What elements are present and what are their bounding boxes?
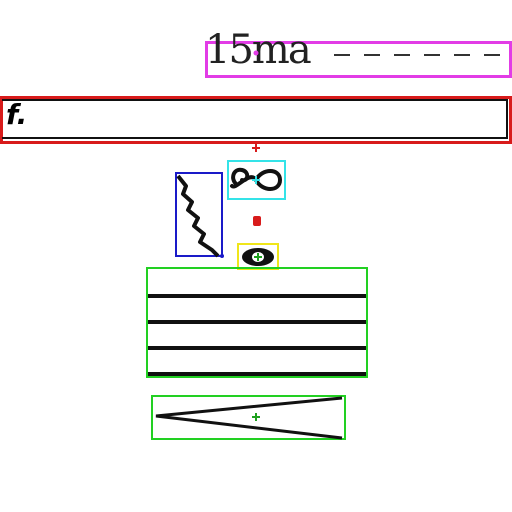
ottava-15ma-label: 15ma [205, 27, 312, 73]
ottava-15ma-box [205, 41, 512, 78]
red-dot [253, 216, 261, 226]
dynamic-f-label: f. [6, 98, 28, 131]
arpeggio-box [175, 172, 223, 257]
dynamic-inner-frame [2, 99, 508, 139]
dynamic-f-box [0, 96, 512, 144]
turn-box [227, 160, 286, 200]
staff-box [146, 267, 368, 378]
hairpin-box [151, 395, 346, 440]
notehead-box [237, 243, 279, 270]
